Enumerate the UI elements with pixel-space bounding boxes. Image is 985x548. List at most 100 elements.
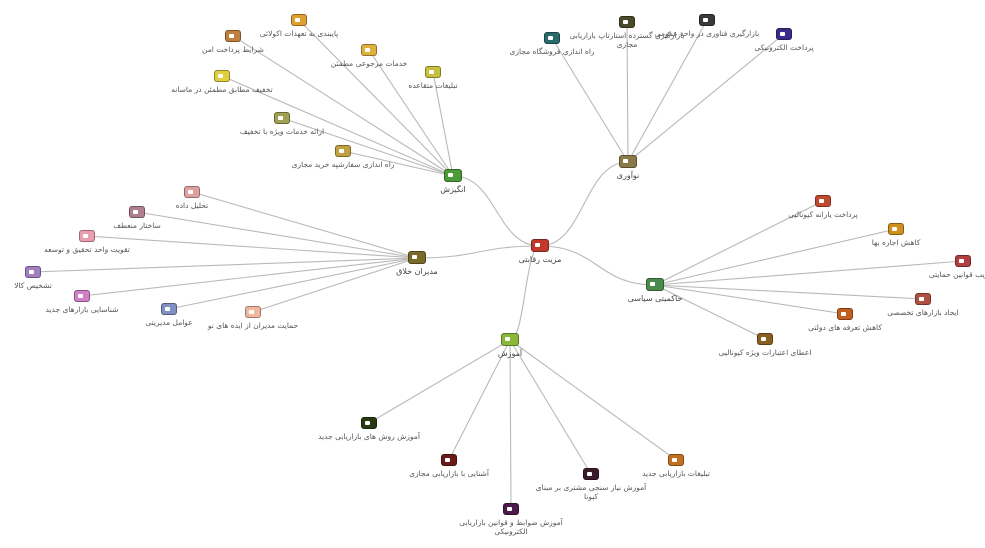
node-tag-icon (757, 333, 773, 345)
edge-leaf (509, 339, 512, 510)
edge-leaf (136, 211, 418, 259)
node-tag-icon (619, 16, 635, 28)
edge-leaf (221, 75, 454, 177)
leaf-node-label: بازارگیری فناوری در واحد عمومی (654, 29, 760, 38)
edge-center-h4 (539, 245, 656, 286)
node-tag-icon (361, 417, 377, 429)
node-tag-icon (225, 30, 241, 42)
edge-leaf (654, 200, 824, 286)
leaf-node-label: آموزش نیاز سنجی مشتری بر مبنای کیونا (535, 483, 647, 501)
leaf-node-label: عوامل مدیریتی (145, 318, 193, 327)
node-tag-icon (583, 468, 599, 480)
node-tag-icon (408, 251, 426, 264)
node-tag-icon (619, 155, 637, 168)
leaf-node-label: حمایت مدیران از ایده های نو (207, 321, 299, 330)
node-tag-icon (274, 112, 290, 124)
node-tag-icon (544, 32, 560, 44)
edge-leaf (654, 284, 924, 300)
leaf-node-label: شرایط پرداخت امن (202, 45, 264, 54)
edge-leaf (368, 339, 511, 424)
edge-leaf (654, 284, 846, 315)
edge-leaf (627, 19, 708, 163)
leaf-node-label: کاهش تعرفه های دولتی (808, 323, 882, 332)
node-tag-icon (888, 223, 904, 235)
node-tag-icon (668, 454, 684, 466)
center-node-label: مزیت رقابتی (518, 255, 562, 264)
leaf-node-label: ساختار منعطف (113, 221, 161, 230)
hub-node-label: نوآوری (616, 171, 640, 180)
node-tag-icon (245, 306, 261, 318)
node-tag-icon (129, 206, 145, 218)
leaf-node-label: آموزش روش های بازاریابی جدید (318, 432, 420, 441)
node-tag-icon (646, 278, 664, 291)
edge-leaf (432, 71, 454, 177)
leaf-node-label: تخفیف مطابق مطمئن در ماسانه (171, 85, 273, 94)
edge-leaf (626, 21, 629, 163)
node-tag-icon (79, 230, 95, 242)
edge-leaf (654, 284, 766, 340)
node-tag-icon (699, 14, 715, 26)
edge-leaf (509, 339, 677, 461)
leaf-node-label: پایبندی به تعهدات اکولائی (259, 29, 339, 38)
leaf-node-label: آموزش ضوابط و قوانین بازاریابی الکترونیک… (459, 518, 563, 536)
node-tag-icon (531, 239, 549, 252)
leaf-node-label: تقویت واحد تحقیق و توسعه (44, 245, 130, 254)
leaf-node-label: اعطای اعتبارات ویژه کیونالیی (718, 348, 812, 357)
hub-node-label: آموزش (497, 349, 523, 358)
edge-leaf (86, 235, 418, 259)
leaf-node-label: راه اندازی سفارشپه خرید مجازی (291, 160, 395, 169)
node-tag-icon (214, 70, 230, 82)
edge-leaf (368, 49, 454, 177)
node-tag-icon (361, 44, 377, 56)
edge-leaf (232, 35, 454, 177)
node-tag-icon (837, 308, 853, 320)
edge-leaf (191, 191, 418, 259)
leaf-node-label: تبلیغات بازاریابی جدید (642, 469, 710, 478)
leaf-node-label: تصویب قوانین حمایتی (928, 270, 985, 279)
node-tag-icon (955, 255, 971, 267)
hub-node-label: انگیزش (440, 185, 466, 194)
node-tag-icon (74, 290, 90, 302)
edge-center-h2 (452, 175, 541, 247)
node-tag-icon (915, 293, 931, 305)
leaf-node-label: خدمات مرجوعی مطمئن (330, 59, 408, 68)
hub-node-label: حاکمیتی سیاسی (627, 294, 683, 303)
leaf-node-label: کاهش اجاره بها (871, 238, 921, 247)
leaf-node-label: آشنایی با بازاریابی مجازی (409, 469, 489, 478)
leaf-node-label: تشخیص کالا (14, 281, 52, 290)
edge-leaf (654, 260, 964, 286)
edge-leaf (627, 33, 785, 163)
leaf-node-label: راه اندازی فروشگاه مجازی (509, 47, 595, 56)
edge-center-h3 (416, 245, 541, 259)
edge-leaf (551, 37, 629, 163)
edge-leaf (342, 150, 454, 177)
edge-leaf (252, 257, 418, 313)
leaf-node-label: پرداخت یارانه کیونالیی (788, 210, 858, 219)
node-tag-icon (501, 333, 519, 346)
node-tag-icon (503, 503, 519, 515)
leaf-node-label: بازارگیری گسترده استارتاپ بازاریابی مجاز… (569, 31, 685, 49)
hub-node-label: مدیران خلاق (396, 267, 438, 276)
node-tag-icon (335, 145, 351, 157)
node-tag-icon (425, 66, 441, 78)
edge-leaf (168, 257, 418, 310)
leaf-node-label: ارائه خدمات ویژه با تخفیف (239, 127, 325, 136)
node-tag-icon (441, 454, 457, 466)
node-tag-icon (815, 195, 831, 207)
edge-leaf (448, 339, 511, 461)
node-tag-icon (291, 14, 307, 26)
edge-leaf (32, 257, 418, 273)
edge-leaf (509, 339, 592, 475)
leaf-node-label: تبلیغات متقاعده (408, 81, 458, 90)
edge-center-h1 (539, 161, 629, 247)
edge-leaf (298, 19, 454, 177)
leaf-node-label: ایجاد بازارهای تخصصی (887, 308, 959, 317)
edge-leaf (654, 228, 897, 286)
node-tag-icon (161, 303, 177, 315)
leaf-node-label: پرداخت الکترونیکی (754, 43, 814, 52)
leaf-node-label: تحلیل داده (175, 201, 209, 210)
leaf-node-label: شناسایی بازارهای جدید (45, 305, 119, 314)
edge-leaf (281, 117, 454, 177)
